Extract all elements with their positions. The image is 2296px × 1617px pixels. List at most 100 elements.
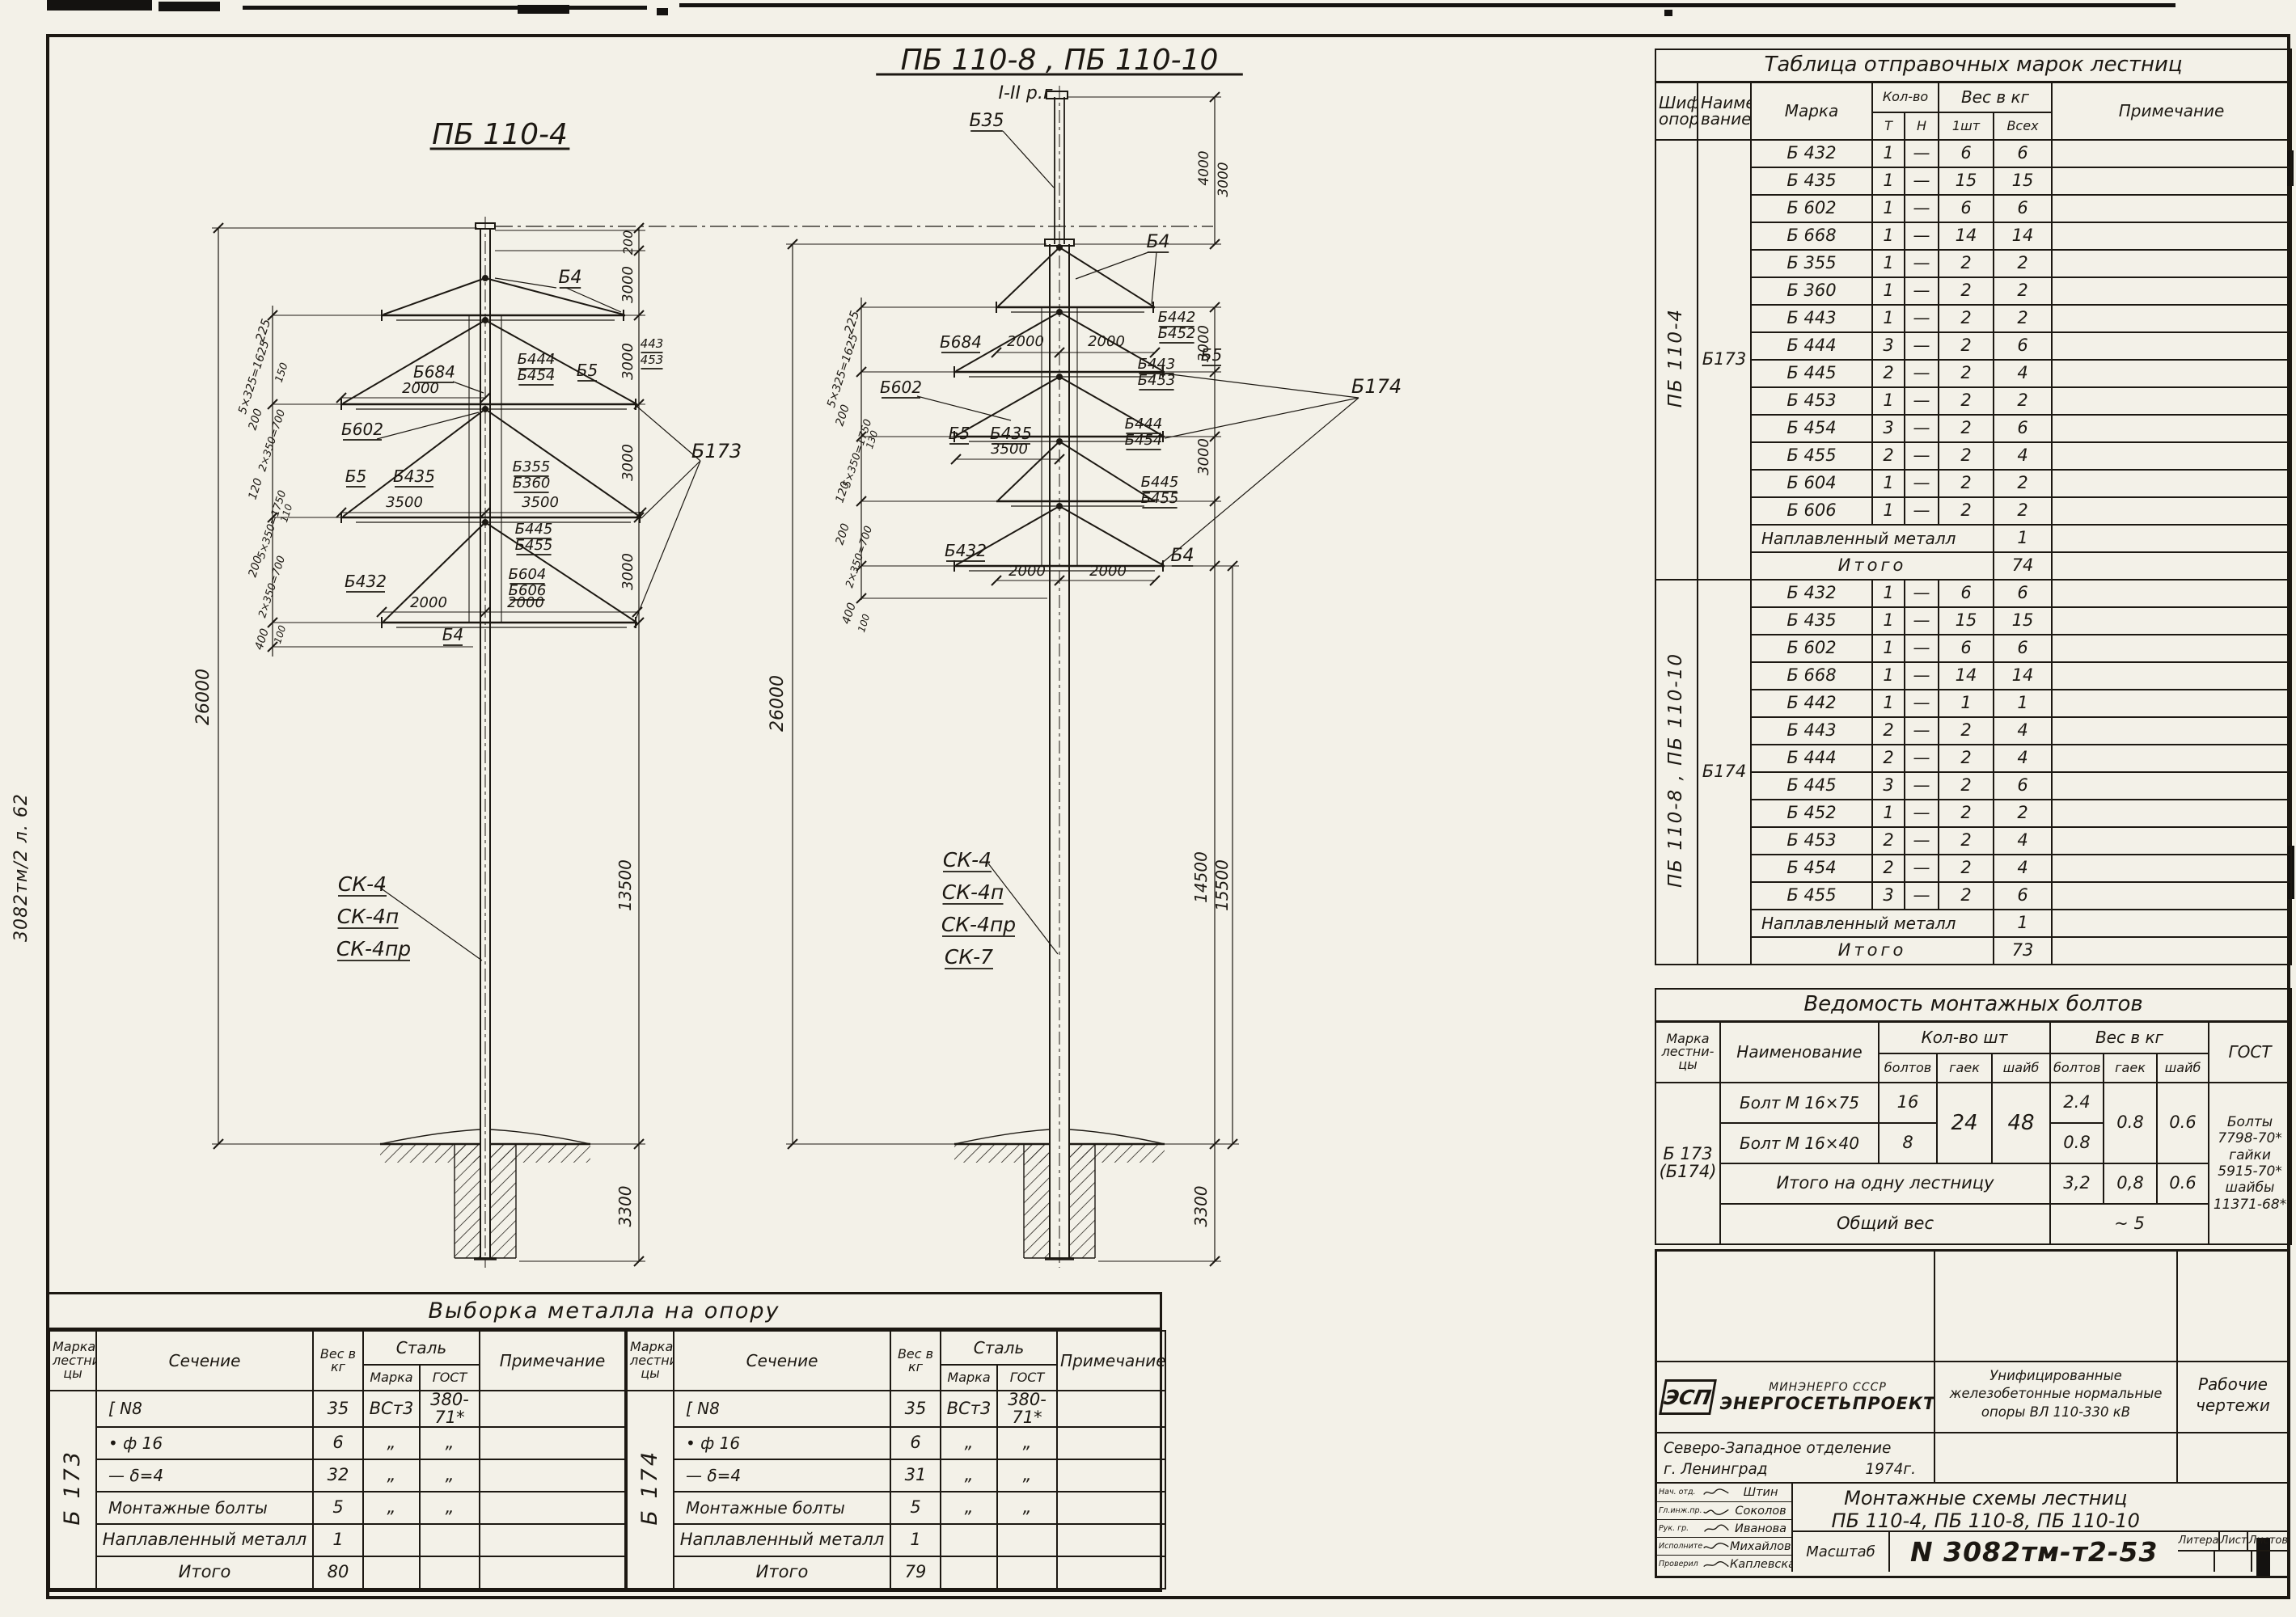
dim-tick (1227, 560, 1238, 572)
marks-table-title: Таблица отправочных марок лестниц (1654, 49, 2293, 83)
mark-cell: Б 602 (1750, 194, 1873, 223)
drawing-label: СК-7 (945, 945, 993, 969)
weight-one-cell: 2 (1938, 854, 1994, 883)
bolts-table: Ведомость монтажных болтов Марка лестни-… (1654, 988, 2293, 1245)
weight-one-cell: 6 (1938, 139, 1994, 168)
header-qty: Кол-во (1871, 81, 1939, 113)
note-cell (2050, 414, 2293, 443)
weight-all-cell: 6 (1993, 194, 2053, 223)
dim-tick (856, 593, 867, 604)
metal-value-cell: 1 (1993, 909, 2053, 938)
qty-n-cell: — (1904, 854, 1939, 883)
qty-n-cell: — (1904, 277, 1939, 306)
qty-t-cell: 2 (1871, 854, 1905, 883)
qty-n-cell: — (1904, 771, 1939, 800)
note-cell (2050, 167, 2293, 196)
weight-cell: 6 (890, 1426, 942, 1461)
steel-mark-cell (362, 1523, 421, 1558)
drawing-label: Б4 (558, 268, 581, 288)
weight-all-cell: 14 (1993, 222, 2053, 251)
steel-mark-cell: „ (940, 1426, 999, 1461)
qty-n-cell: — (1904, 689, 1939, 718)
weight-one-cell: 2 (1938, 826, 1994, 855)
qty-n-cell: — (1904, 249, 1939, 278)
steel-mark-cell (362, 1556, 421, 1590)
dim-tick (267, 617, 278, 628)
shipping-marks-table: Таблица отправочных марок лестниц Шифр о… (1654, 49, 2293, 965)
dim-tick (267, 512, 278, 523)
weight-one-cell: 14 (1938, 661, 1994, 690)
drawing-label: Б5 (949, 424, 970, 443)
mark-cell: Б 360 (1750, 277, 1873, 306)
support-code-cell: ПБ 110-8 , ПБ 110-10 (1655, 579, 1698, 965)
ladder-mark-cell: Б 173(Б174) (1655, 1082, 1721, 1245)
org-cell: ЭСП МИНЭНЕРГО СССР ЭНЕРГОСЕТЬПРОЕКТ (1657, 1362, 1935, 1432)
drawing-label: 200 (246, 555, 265, 579)
qty-t-cell: 3 (1871, 331, 1905, 361)
weight-cell: 1 (890, 1523, 942, 1558)
qty-t-cell: 1 (1871, 222, 1905, 251)
mark-cell: Б 432 (1750, 139, 1873, 168)
section-cell: Итого (95, 1556, 314, 1590)
signature (1703, 1488, 1729, 1496)
note-cell (2050, 222, 2293, 251)
steel-gost-cell: 380-71* (418, 1389, 481, 1429)
weight-all-cell: 6 (1993, 414, 2053, 443)
qty-n-cell: — (1904, 826, 1939, 855)
note-cell (2050, 194, 2293, 223)
drawing-label: 2000 (1089, 563, 1127, 580)
steel-mark-cell: ВСт3 (362, 1389, 421, 1429)
mark-cell: Б 444 (1750, 744, 1873, 773)
weight-all-cell: 2 (1993, 386, 2053, 416)
drawing-label: 400 (252, 627, 272, 652)
drawing-label: 5×325=1625 (236, 339, 273, 416)
drawing-label: 2000 (1088, 333, 1125, 350)
steel-gost-cell: „ (996, 1491, 1059, 1526)
nuts-weight-cell: 0.8 (2103, 1082, 2158, 1164)
dim-tick (480, 606, 491, 618)
drawing-label: Б684 (413, 362, 455, 382)
note-cell (2050, 386, 2293, 416)
weight-one-cell: 15 (1938, 606, 1994, 635)
note-cell (1056, 1556, 1167, 1590)
metal-table-left: Марка лестни- цы Сечение Вес в кг Сталь … (49, 1330, 627, 1590)
note-cell (1056, 1491, 1167, 1526)
drawing-label: Б455 (1141, 490, 1179, 507)
drawing-label: СК-4пр (336, 937, 411, 960)
dim-tick (632, 606, 643, 618)
qty-t-cell: 1 (1871, 579, 1905, 608)
qty-n-cell: — (1904, 222, 1939, 251)
dim-tick (787, 1138, 798, 1150)
dim-tick (336, 392, 347, 403)
dim-tick (856, 431, 867, 442)
weight-all-cell: 15 (1993, 167, 2053, 196)
ladder-name-cell: Б174 (1697, 579, 1752, 965)
drawing-label: 150 (273, 361, 291, 384)
drawing-label: 200 (620, 230, 636, 255)
weight-one-cell: 6 (1938, 579, 1994, 608)
table-cell: Марка (940, 1364, 999, 1391)
drawing-label: Б5 (577, 361, 598, 380)
note-cell (2050, 716, 2293, 745)
mark-cell: Б 432 (1750, 579, 1873, 608)
qty-n-cell: — (1904, 799, 1939, 828)
weight-all-cell: 4 (1993, 359, 2053, 388)
note-cell (2050, 881, 2293, 910)
note-cell (2050, 936, 2293, 965)
note-cell (2050, 441, 2293, 471)
steel-mark-cell (940, 1523, 999, 1558)
qty-n-cell: — (1904, 167, 1939, 196)
table-cell: Сталь (362, 1330, 481, 1366)
steel-gost-cell (996, 1523, 1059, 1558)
header-weight: Вес в кг (2049, 1020, 2209, 1054)
dim-tick (1209, 239, 1220, 250)
weight-cell: 35 (890, 1389, 942, 1429)
section-cell: Монтажные болты (673, 1491, 892, 1526)
empty-cell (2178, 1252, 2288, 1361)
drawing-label: 5×325=1625 (825, 332, 861, 409)
mark-cell: Б 443 (1750, 716, 1873, 745)
drawing-label: 400 (839, 602, 859, 626)
weight-one-cell: 2 (1938, 744, 1994, 773)
